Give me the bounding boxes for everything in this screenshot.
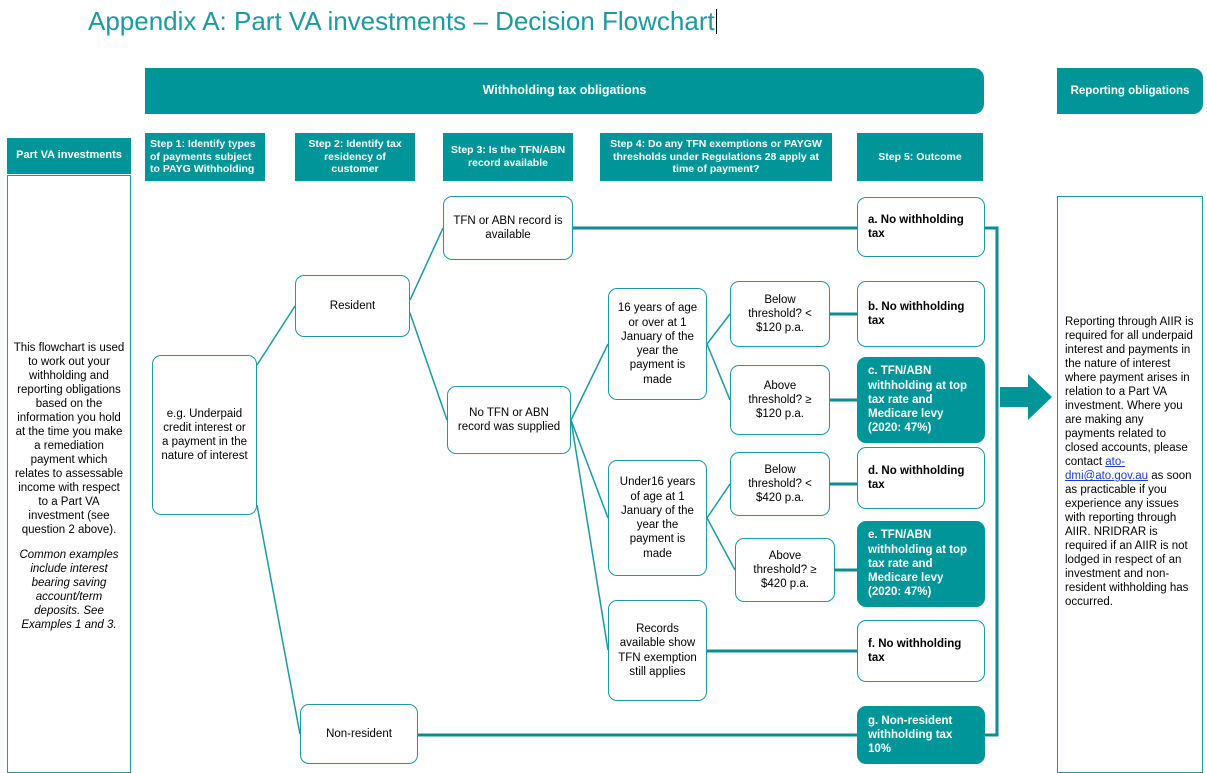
outcome-a[interactable]: a. No withholding tax <box>857 197 985 257</box>
arrow-right-icon <box>1000 374 1052 420</box>
left-description-paragraph-1: This flowchart is used to work out your … <box>13 342 125 537</box>
column-header-step-1: Step 1: Identify types of payments subje… <box>145 133 265 181</box>
column-header-part-va-investments: Part VA investments <box>7 138 131 174</box>
reporting-text-after-link: as soon as practicable if you experience… <box>1065 470 1192 609</box>
node-above-threshold-420[interactable]: Above threshold? ≥ $420 p.a. <box>735 538 835 602</box>
reporting-obligations-panel: Reporting through AIIR is required for a… <box>1057 196 1203 773</box>
column-header-step-3: Step 3: Is the TFN/ABN record available <box>443 133 573 181</box>
node-tfn-abn-available[interactable]: TFN or ABN record is available <box>443 196 573 260</box>
node-tfn-exemption-applies[interactable]: Records available show TFN exemption sti… <box>608 600 707 701</box>
left-description-paragraph-2: Common examples include interest bearing… <box>19 549 119 632</box>
column-header-step-5: Step 5: Outcome <box>857 133 983 181</box>
node-age-under-16[interactable]: Under16 years of age at 1 January of the… <box>608 460 707 576</box>
node-above-threshold-120[interactable]: Above threshold? ≥ $120 p.a. <box>730 365 830 435</box>
page-title: Appendix A: Part VA investments – Decisi… <box>88 6 717 37</box>
node-tfn-abn-not-supplied[interactable]: No TFN or ABN record was supplied <box>447 386 571 454</box>
page-title-text: Appendix A: Part VA investments – Decisi… <box>88 6 715 36</box>
node-below-threshold-120[interactable]: Below threshold? < $120 p.a. <box>730 281 830 347</box>
node-example-payment[interactable]: e.g. Underpaid credit interest or a paym… <box>152 355 257 515</box>
reporting-obligations-body: Reporting through AIIR is required for a… <box>1058 315 1202 609</box>
outcome-f[interactable]: f. No withholding tax <box>857 620 985 682</box>
left-description-panel: This flowchart is used to work out your … <box>7 175 131 773</box>
column-header-step-2: Step 2: Identify tax residency of custom… <box>295 133 415 181</box>
outcome-d[interactable]: d. No withholding tax <box>857 447 985 509</box>
reporting-obligations-text: Reporting through AIIR is required for a… <box>1065 315 1195 609</box>
banner-reporting-obligations: Reporting obligations <box>1057 68 1203 114</box>
banner-withholding-tax-obligations: Withholding tax obligations <box>145 68 984 114</box>
email-link-ato-dmi[interactable]: ato-dmi@ato.gov.au <box>1065 456 1149 483</box>
outcome-b[interactable]: b. No withholding tax <box>857 281 985 347</box>
text-cursor-caret <box>715 9 717 34</box>
column-header-step-4: Step 4: Do any TFN exemptions or PAYGW t… <box>600 133 832 181</box>
node-non-resident[interactable]: Non-resident <box>300 704 418 764</box>
outcome-g[interactable]: g. Non-resident withholding tax 10% <box>857 706 985 764</box>
outcome-e[interactable]: e. TFN/ABN withholding at top tax rate a… <box>857 521 985 607</box>
node-resident[interactable]: Resident <box>295 275 410 337</box>
reporting-text-before-link: Reporting through AIIR is required for a… <box>1065 316 1194 469</box>
node-age-16-or-over[interactable]: 16 years of age or over at 1 January of … <box>608 288 707 400</box>
outcome-c[interactable]: c. TFN/ABN withholding at top tax rate a… <box>857 357 985 443</box>
left-description-body: This flowchart is used to work out your … <box>8 341 130 632</box>
node-below-threshold-420[interactable]: Below threshold? < $420 p.a. <box>730 452 830 516</box>
